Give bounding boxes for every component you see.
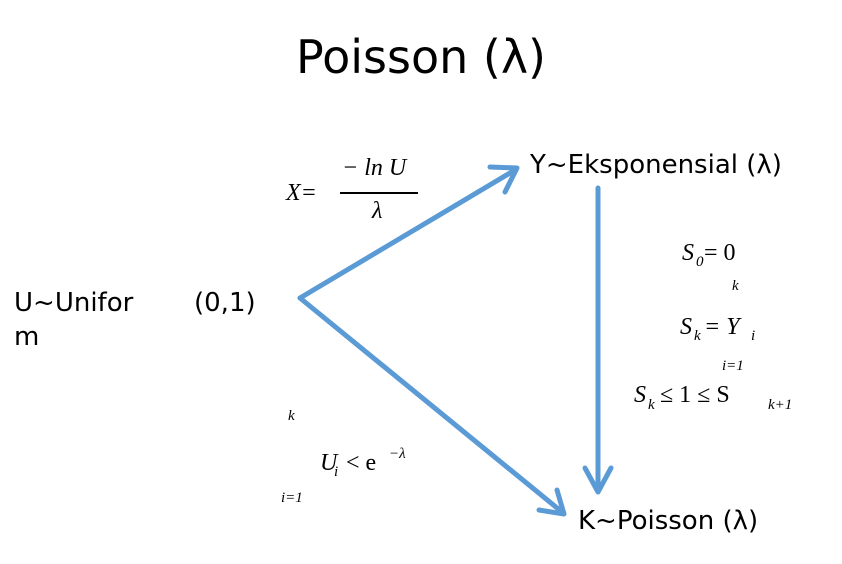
formula-sk-label: S [680, 314, 692, 340]
formula-sk-rhs-subscript: i [751, 328, 756, 344]
formula-x-lhs: X= [286, 180, 317, 206]
formula-u-exponent: −λ [389, 446, 406, 462]
page-title: Poisson (λ) [296, 30, 546, 84]
formula-u-label: U [320, 450, 338, 476]
formula-s0-subscript: 0 [696, 254, 704, 270]
formula-x-numerator: − ln U [342, 155, 407, 181]
formula-sk-sum-upper: k [732, 278, 739, 294]
formula-x-denominator: λ [372, 198, 383, 224]
formula-u-product-lower: i=1 [281, 490, 303, 506]
poisson-node-label: K~Poisson (λ) [578, 506, 759, 536]
formula-x-fraction-bar [340, 192, 418, 194]
formula-s0-label: S [682, 240, 694, 266]
arrow-uniform-to-poisson-head [536, 487, 567, 517]
uniform-node-label-line2: m [14, 322, 40, 352]
formula-sk-rhs: = Y [704, 314, 740, 340]
formula-u-rhs: < e [346, 450, 377, 476]
uniform-node-params: (0,1) [194, 288, 256, 318]
exponential-node-label: Y~Eksponensial (λ) [530, 150, 782, 180]
arrow-uniform-to-exponential-head [487, 164, 520, 195]
formula-u-product-upper: k [288, 408, 295, 424]
formula-sk-sum-lower: i=1 [722, 358, 744, 374]
formula-ineq-middle: ≤ 1 ≤ S [660, 382, 730, 408]
formula-u-subscript: i [334, 464, 339, 480]
formula-ineq-left-subscript: k [648, 397, 655, 413]
uniform-node-label-line1: U~Unifor [14, 288, 134, 318]
arrow-uniform-to-poisson [297, 295, 565, 515]
arrow-uniform-to-exponential [297, 167, 518, 301]
formula-ineq-right-subscript: k+1 [768, 397, 793, 413]
formula-ineq-left: S [634, 382, 646, 408]
arrow-exponential-to-poisson-head [582, 465, 614, 495]
formula-s0-rhs: = 0 [704, 240, 736, 266]
formula-sk-subscript: k [694, 328, 701, 344]
